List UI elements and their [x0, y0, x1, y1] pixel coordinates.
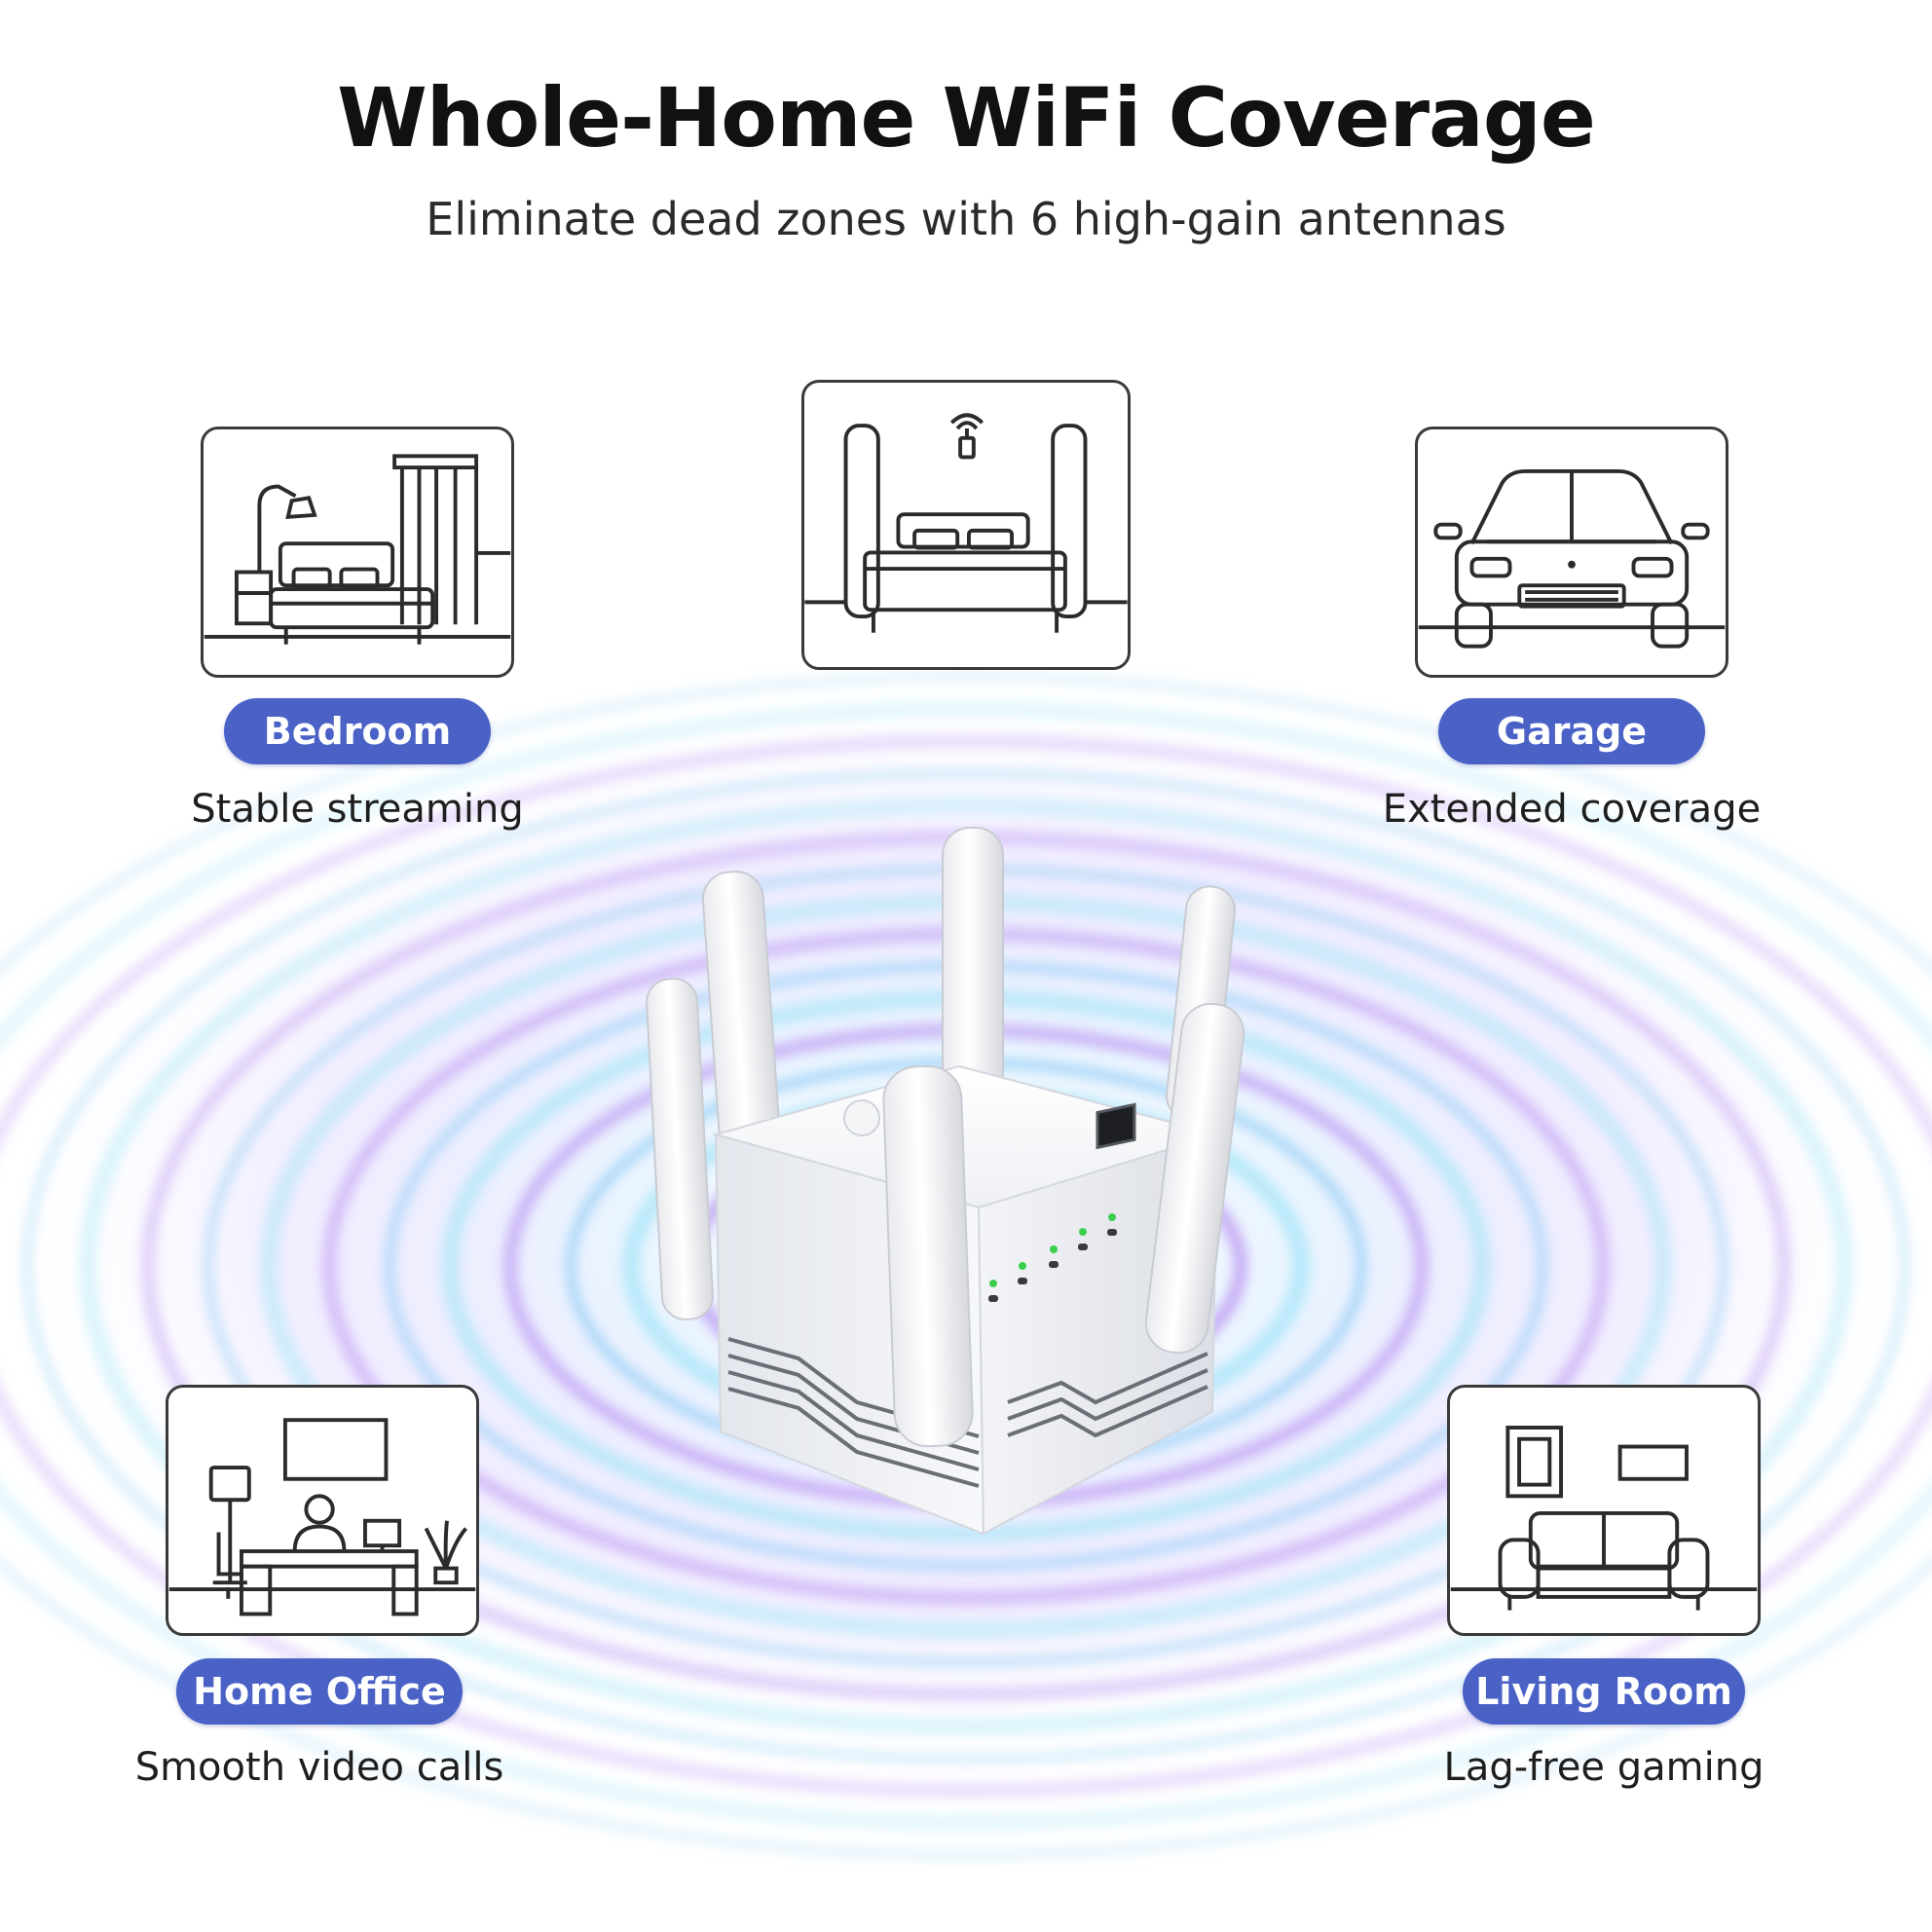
home-office-icon — [168, 1418, 476, 1616]
ethernet-port — [1096, 1102, 1136, 1150]
wave-ring — [0, 672, 1932, 1860]
wifi-extender-device — [646, 827, 1245, 1536]
living-room-card — [1447, 1385, 1761, 1636]
antenna — [942, 827, 1004, 1101]
room-caption-bedroom: Stable streaming — [191, 787, 524, 832]
led-indicator-icon — [1018, 1278, 1027, 1284]
wave-ring — [79, 797, 1853, 1735]
garage-card — [1415, 427, 1728, 678]
bedroom-card — [201, 427, 514, 678]
wave-ring — [0, 700, 1932, 1832]
room-label-bedroom: Bedroom — [224, 698, 491, 764]
wave-ring — [22, 768, 1910, 1764]
bed-with-router-icon — [804, 413, 1128, 633]
room-label-living-room: Living Room — [1463, 1658, 1745, 1725]
led-light — [1079, 1228, 1087, 1236]
room-caption-home-office: Smooth video calls — [134, 1745, 504, 1790]
antenna — [882, 1064, 974, 1448]
bed-with-router-card — [801, 380, 1131, 670]
bedroom-icon — [204, 454, 511, 645]
led-indicator-icon — [1078, 1244, 1088, 1250]
led-light — [1050, 1245, 1058, 1253]
antenna — [646, 978, 714, 1320]
vent-lines-right — [1007, 1352, 1208, 1438]
page-title: Whole-Home WiFi Coverage — [337, 70, 1596, 166]
led-light — [1019, 1262, 1026, 1270]
car-icon — [1418, 469, 1726, 649]
led-light — [989, 1280, 997, 1287]
room-label-garage: Garage — [1438, 698, 1705, 764]
home-office-card — [166, 1385, 479, 1636]
wps-button — [843, 1099, 880, 1136]
led-indicator-icon — [988, 1295, 998, 1302]
room-caption-garage: Extended coverage — [1382, 787, 1762, 832]
led-light — [1108, 1213, 1116, 1221]
room-label-home-office: Home Office — [176, 1658, 463, 1725]
room-caption-living-room: Lag-free gaming — [1443, 1745, 1765, 1790]
led-indicator-icon — [1107, 1229, 1117, 1236]
wave-ring — [0, 734, 1932, 1798]
antenna — [1144, 1002, 1245, 1355]
led-indicator-icon — [1049, 1261, 1059, 1268]
status-leds — [988, 1213, 1117, 1302]
page-subtitle: Eliminate dead zones with 6 high-gain an… — [426, 193, 1506, 245]
sofa-icon — [1450, 1426, 1758, 1611]
